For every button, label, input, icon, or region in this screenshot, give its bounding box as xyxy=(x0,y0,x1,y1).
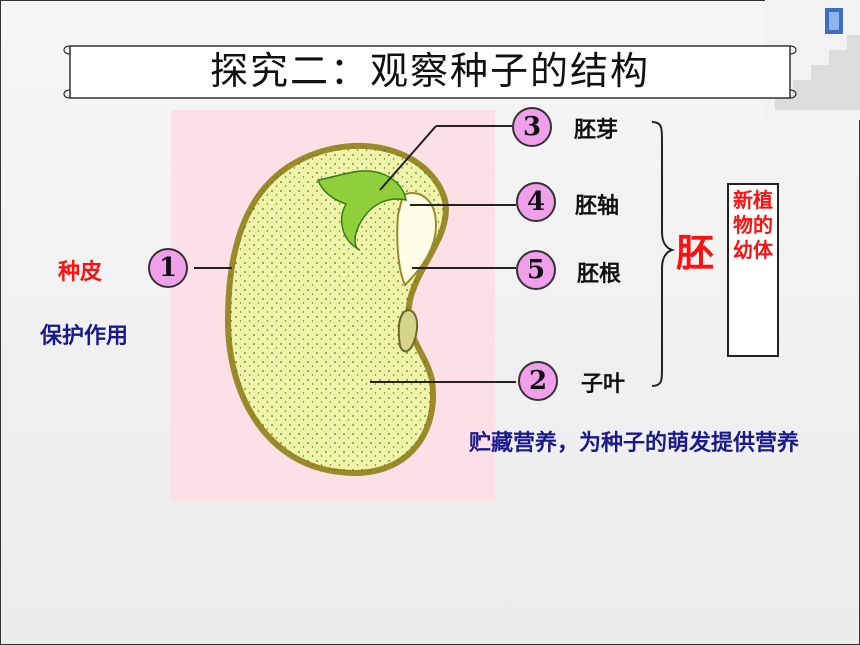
embryo-label: 胚 xyxy=(676,231,715,275)
number-badge-5: 5 xyxy=(516,250,556,290)
number-badge-3: 3 xyxy=(512,107,552,147)
embryo-note-box: 新植物的幼体 xyxy=(727,183,779,357)
seed-coat-function: 保护作用 xyxy=(40,324,129,349)
page-title: 探究二：观察种子的结构 xyxy=(209,49,650,93)
radicle-shape xyxy=(396,192,438,287)
plumule-label: 胚芽 xyxy=(574,118,619,143)
number-badge-4: 4 xyxy=(516,182,556,222)
hilum-shape xyxy=(397,309,418,353)
title-scroll-banner xyxy=(63,45,797,99)
number-badge-1: 1 xyxy=(148,248,188,288)
plumule-shape xyxy=(317,170,407,251)
embryo-brace xyxy=(651,121,676,387)
radicle-label: 胚根 xyxy=(577,262,622,287)
embryo-note: 新植物的幼体 xyxy=(733,188,773,262)
cotyledon-label: 子叶 xyxy=(581,372,626,397)
number-badge-2: 2 xyxy=(518,361,558,401)
cotyledon-function: 贮藏营养，为种子的萌发提供营养 xyxy=(469,431,800,456)
hypocotyl-label: 胚轴 xyxy=(575,194,620,219)
seed-coat-label: 种皮 xyxy=(58,260,103,285)
